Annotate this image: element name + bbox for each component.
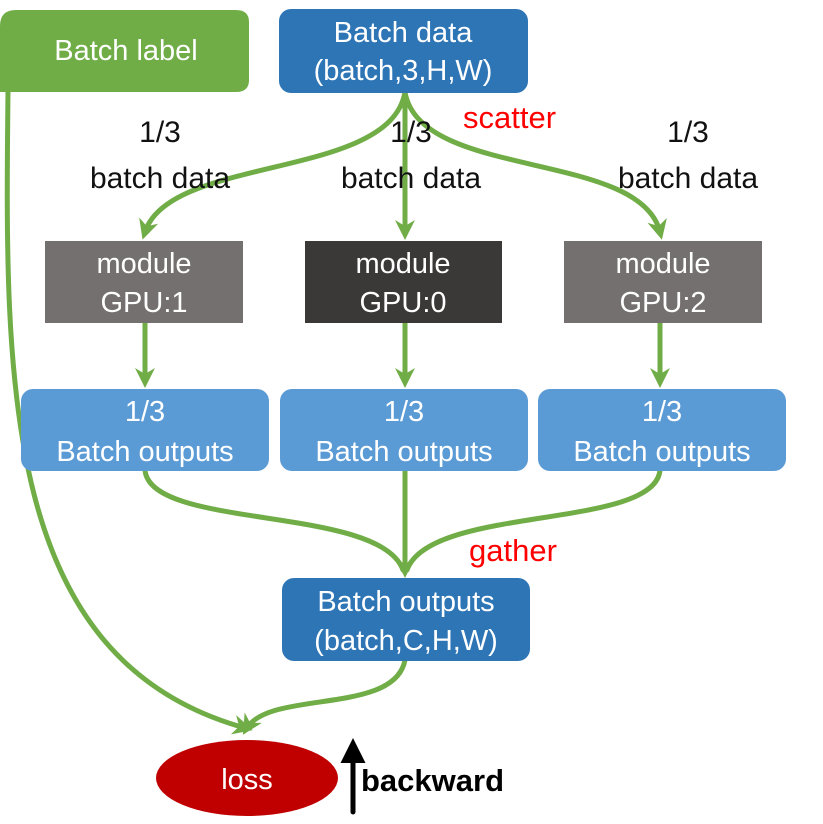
module-gpu0-box — [305, 241, 502, 323]
node-module-gpu2: module GPU:2 — [564, 241, 762, 323]
module-gpu2-title: module — [615, 248, 710, 280]
split-label-mid-fraction: 1/3 — [390, 116, 432, 149]
node-module-gpu1: module GPU:1 — [45, 241, 243, 323]
split-label-right: 1/3 batch data — [618, 116, 758, 195]
outputs-gpu0-fraction: 1/3 — [384, 396, 424, 428]
outputs-gpu2-box — [538, 389, 786, 471]
split-label-right-fraction: 1/3 — [667, 116, 709, 149]
split-label-left-fraction: 1/3 — [139, 116, 181, 149]
node-outputs-gpu1: 1/3 Batch outputs — [21, 389, 269, 471]
outputs-gpu1-box — [21, 389, 269, 471]
node-outputs-gpu0: 1/3 Batch outputs — [280, 389, 528, 471]
outputs-gpu1-title: Batch outputs — [56, 436, 233, 468]
outputs-gpu0-box — [280, 389, 528, 471]
edge-outputs-to-loss — [242, 657, 408, 735]
split-label-left-text: batch data — [90, 162, 230, 195]
node-batch-label: Batch label — [0, 10, 249, 92]
split-label-mid: 1/3 batch data — [341, 116, 481, 195]
outputs-gpu0-title: Batch outputs — [315, 436, 492, 468]
outputs-gpu2-title: Batch outputs — [573, 436, 750, 468]
node-outputs-gpu2: 1/3 Batch outputs — [538, 389, 786, 471]
batch-outputs-box — [282, 578, 530, 661]
outputs-gpu2-fraction: 1/3 — [642, 396, 682, 428]
node-batch-data: Batch data (batch,3,H,W) — [279, 9, 528, 93]
batch-outputs-title: Batch outputs — [317, 586, 494, 618]
module-gpu2-device: GPU:2 — [619, 287, 706, 319]
batch-label-text: Batch label — [54, 35, 198, 67]
loss-ellipse — [156, 740, 338, 816]
split-label-left: 1/3 batch data — [90, 116, 230, 195]
gather-label: gather — [469, 533, 557, 568]
module-gpu1-title: module — [96, 248, 191, 280]
loss-text: loss — [221, 764, 273, 796]
module-gpu0-title: module — [355, 248, 450, 280]
scatter-label: scatter — [463, 100, 556, 135]
batch-label-shape — [0, 10, 249, 92]
node-batch-outputs: Batch outputs (batch,C,H,W) — [282, 578, 530, 661]
module-gpu2-box — [564, 241, 762, 323]
backward-label: backward — [361, 763, 504, 798]
module-gpu0-device: GPU:0 — [359, 287, 446, 319]
edge-gather-left — [142, 467, 406, 573]
split-label-mid-text: batch data — [341, 162, 481, 195]
module-gpu1-box — [45, 241, 243, 323]
edge-scatter-left — [139, 89, 408, 240]
edges — [4, 87, 670, 815]
batch-data-box — [279, 9, 528, 93]
batch-data-shape: (batch,3,H,W) — [314, 55, 493, 87]
edge-scatter-right — [402, 89, 667, 240]
node-module-gpu0: module GPU:0 — [305, 241, 502, 323]
outputs-gpu1-fraction: 1/3 — [125, 396, 165, 428]
edge-gather-right — [404, 467, 663, 573]
edge-label-to-loss — [4, 87, 253, 735]
batch-outputs-shape: (batch,C,H,W) — [314, 625, 498, 657]
batch-data-title: Batch data — [334, 17, 474, 49]
module-gpu1-device: GPU:1 — [100, 287, 187, 319]
split-label-right-text: batch data — [618, 162, 758, 195]
node-loss: loss — [156, 740, 338, 816]
